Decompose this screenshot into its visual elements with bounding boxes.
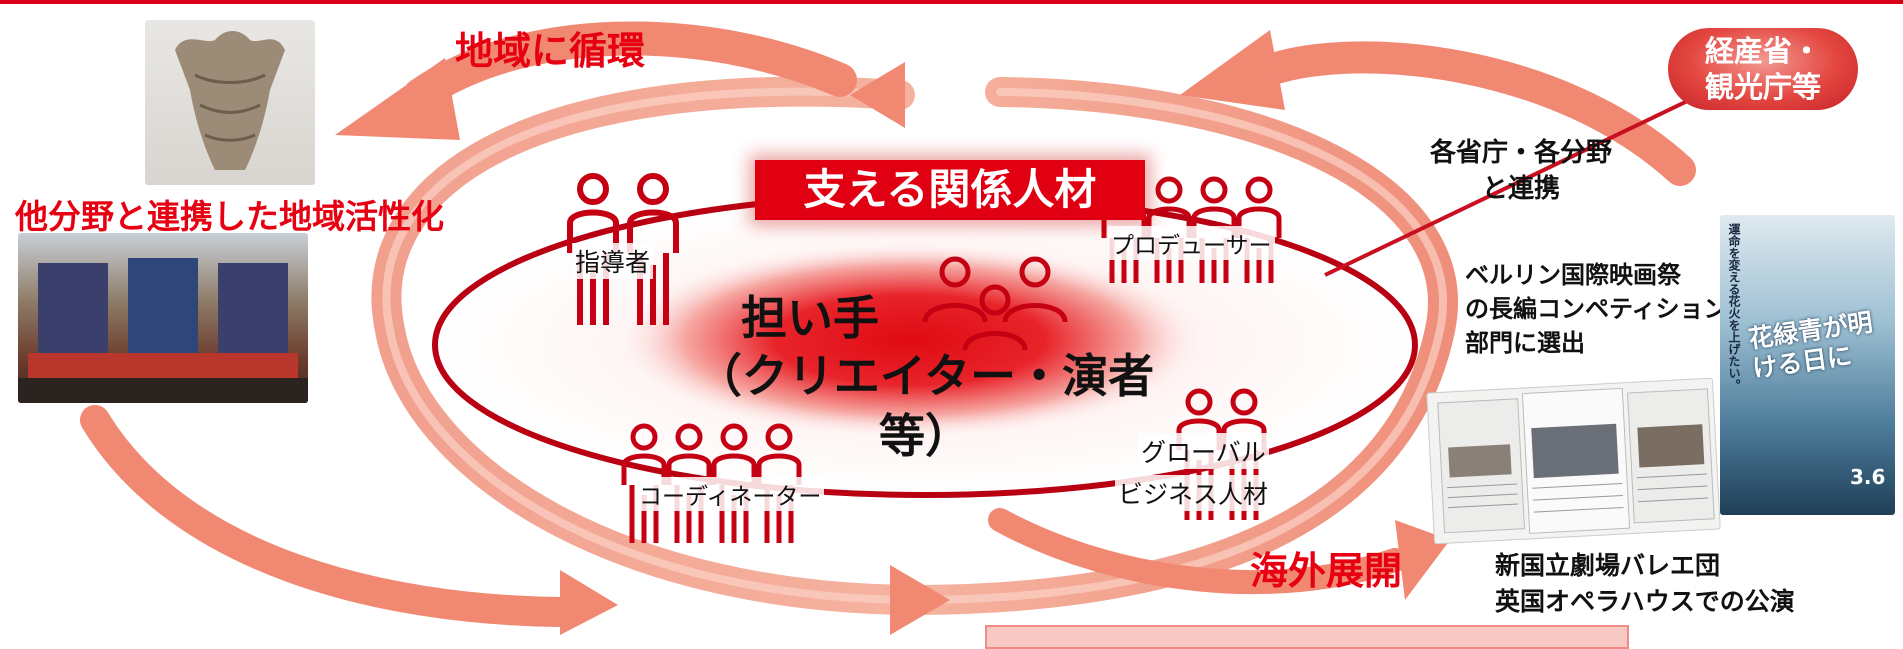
connector-line xyxy=(1324,93,1701,277)
supporting-talent-banner: 支える関係人材 xyxy=(755,160,1145,220)
global-label-line1: グローバル xyxy=(1138,433,1269,469)
cycle-arrowhead-bottom xyxy=(890,565,950,635)
jomon-pottery-photo xyxy=(145,20,315,185)
berlin-festival-label: ベルリン国際映画祭 の長編コンペティション 部門に選出 xyxy=(1465,258,1728,360)
core-label-line1: 担い手 xyxy=(741,291,879,345)
cycle-arrowhead-top xyxy=(850,62,905,128)
coordinator-people-icon xyxy=(621,423,802,543)
core-glow xyxy=(610,240,1210,440)
berlin-line2: の長編コンペティション xyxy=(1465,295,1728,323)
ballet-line1: 新国立劇場バレエ団 xyxy=(1495,551,1721,580)
core-creators-label: 担い手 （クリエイター・演者等） xyxy=(690,290,1160,466)
movie-poster: 運命を変える花火を上げたい。 花緑青が明ける日に 3.6 xyxy=(1720,215,1895,515)
poster-vertical-copy: 運命を変える花火を上げたい。 xyxy=(1727,223,1741,391)
cycle-diagram xyxy=(80,21,1701,635)
regional-activation-label: 他分野と連携した地域活性化 xyxy=(15,197,444,236)
bottom-partial-box xyxy=(985,625,1629,649)
ballet-line2: 英国オペラハウスでの公演 xyxy=(1495,587,1795,616)
instructor-label: 指導者 xyxy=(572,243,654,279)
core-people-icon xyxy=(922,256,1068,351)
ballet-performance-label: 新国立劇場バレエ団 英国オペラハウスでの公演 xyxy=(1495,548,1795,620)
arrow-lower-left xyxy=(80,405,618,635)
ministries-badge-line2: 観光庁等 xyxy=(1704,70,1821,104)
producer-label: プロデューサー xyxy=(1108,226,1275,260)
arrow-to-region xyxy=(335,21,857,140)
top-border xyxy=(0,0,1903,4)
cooperation-line2: と連携 xyxy=(1482,174,1561,204)
core-label-line2: （クリエイター・演者等） xyxy=(695,349,1155,463)
poster-title: 花緑青が明ける日に xyxy=(1746,307,1875,384)
festival-float-photo xyxy=(18,233,308,403)
newspaper-clippings xyxy=(1426,377,1721,545)
overseas-expansion-label: 海外展開 xyxy=(1250,549,1403,593)
regional-circulation-label: 地域に循環 xyxy=(455,29,646,73)
global-label-line2: ビジネス人材 xyxy=(1115,475,1272,511)
cooperation-line1: 各省庁・各分野 xyxy=(1430,138,1613,168)
ministries-badge: 経産省・ 観光庁等 xyxy=(1668,28,1858,110)
ministries-badge-line1: 経産省・ xyxy=(1704,34,1821,68)
berlin-line1: ベルリン国際映画祭 xyxy=(1465,261,1681,289)
poster-date: 3.6 xyxy=(1850,465,1886,489)
coordinator-label: コーディネーター xyxy=(636,477,825,511)
berlin-line3: 部門に選出 xyxy=(1465,329,1585,357)
ministries-cooperation-label: 各省庁・各分野 と連携 xyxy=(1430,135,1612,207)
